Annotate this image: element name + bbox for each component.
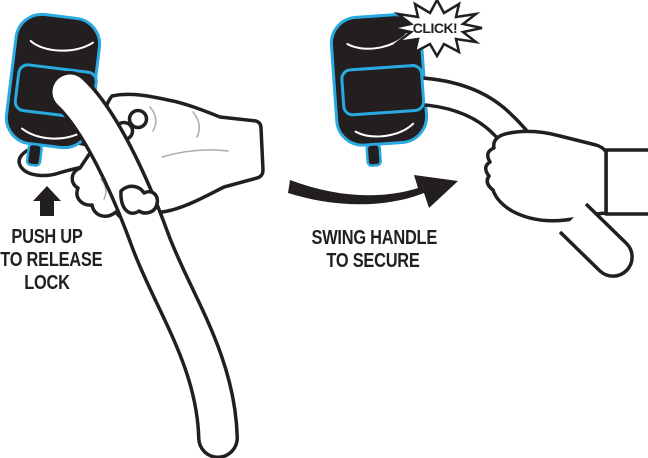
device-bottom-highlight (354, 122, 415, 138)
caption-line: PUSH UP (11, 226, 83, 248)
caption-line: TO SECURE (326, 250, 420, 272)
caption-line: LOCK (24, 272, 70, 294)
handle-unlocked (49, 71, 239, 458)
device-lock-band-right (340, 64, 426, 117)
caption-swing-handle: SWING HANDLE TO SECURE (311, 227, 438, 273)
fist-gripping (484, 129, 608, 223)
lock-stem (25, 142, 43, 167)
right-scene: CLICK! (288, 0, 648, 278)
wrist-cuff (604, 148, 648, 216)
left-scene (4, 12, 265, 458)
up-arrow-icon (33, 186, 61, 216)
click-label: CLICK! (413, 20, 457, 36)
fingertip (127, 108, 149, 130)
curled-fingers-overlay (119, 184, 160, 215)
click-burst: CLICK! (391, 0, 483, 59)
caption-push-up: PUSH UP TO RELEASE LOCK (0, 226, 103, 295)
device-top-highlight (29, 39, 94, 52)
lock-stem (365, 143, 382, 167)
device-bottom-highlight (20, 127, 84, 140)
handle-end (558, 202, 634, 278)
caption-line: SWING HANDLE (311, 227, 438, 249)
swing-arrow-icon (288, 175, 458, 208)
caption-line: TO RELEASE (0, 249, 103, 271)
